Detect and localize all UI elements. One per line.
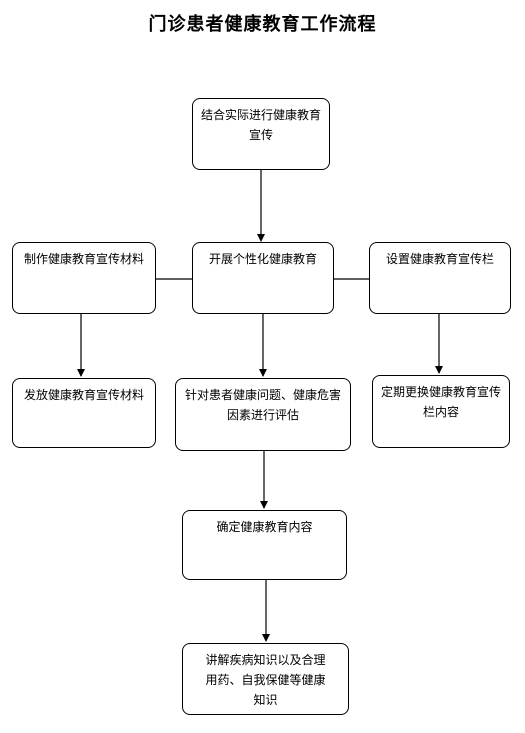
node-make-materials-box: 制作健康教育宣传材料 [12,242,156,314]
node-combine-box: 结合实际进行健康教育宣传 [192,98,330,170]
node-update-board-box: 定期更换健康教育宣传栏内容 [372,375,510,448]
node-personalized-label: 开展个性化健康教育 [208,252,317,266]
node-make-materials-label: 制作健康教育宣传材料 [23,252,144,266]
node-personalized-box: 开展个性化健康教育 [192,242,334,314]
page-title: 门诊患者健康教育工作流程 [148,14,377,35]
node-distribute-box: 发放健康教育宣传材料 [12,378,156,448]
node-explain-box: 讲解疾病知识以及合理用药、自我保健等健康知识 [182,643,349,715]
node-assess-box: 针对患者健康问题、健康危害因素进行评估 [175,378,351,451]
node-determine-label: 确定健康教育内容 [216,520,313,534]
node-determine-box: 确定健康教育内容 [182,510,347,580]
node-set-board-label: 设置健康教育宣传栏 [385,252,494,266]
node-update-board-label: 定期更换健康教育宣传栏内容 [381,385,502,419]
node-distribute-label: 发放健康教育宣传材料 [23,388,144,402]
node-combine-label: 结合实际进行健康教育宣传 [201,108,322,142]
node-set-board-box: 设置健康教育宣传栏 [369,242,511,314]
node-explain-label: 讲解疾病知识以及合理用药、自我保健等健康知识 [205,653,326,707]
node-assess-label: 针对患者健康问题、健康危害因素进行评估 [184,388,341,422]
